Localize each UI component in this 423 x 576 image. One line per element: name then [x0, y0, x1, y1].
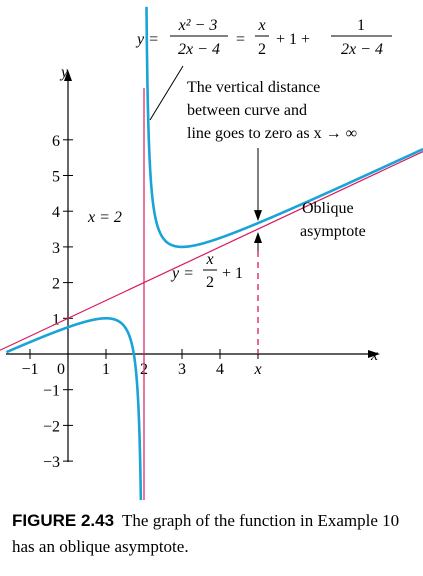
oblique-label-line-1: Oblique	[302, 200, 354, 217]
curve-left-branch	[5, 317, 143, 500]
curve-right-branch	[145, 6, 423, 249]
eq-numerator: x² − 3	[178, 17, 218, 34]
note-arrow-head	[254, 210, 262, 222]
note-line-2: between curve and	[187, 102, 307, 119]
y-tick-label: −3	[43, 454, 60, 471]
tick-marks: −1 0 1 2 3 4 x −3 −2 −1 1 2 3 4 5 6	[21, 133, 261, 471]
x-tick-label: 1	[102, 361, 110, 378]
distance-note: The vertical distance between curve and …	[187, 79, 357, 142]
y-axis-arrow	[64, 70, 72, 81]
oblique-asymptote-line	[0, 151, 423, 351]
y-tick-label: 6	[52, 133, 60, 150]
y-axis-label: y	[59, 64, 69, 81]
x-tick-label: 4	[216, 361, 224, 378]
vertical-asymptote-label: x = 2	[87, 209, 122, 226]
y-tick-label: 3	[52, 240, 60, 257]
y-tick-label: −2	[43, 418, 60, 435]
x-tick-label: 3	[178, 361, 186, 378]
oblique-asymptote-label: Oblique asymptote	[300, 200, 366, 240]
eq-1: 1	[357, 17, 365, 34]
y-tick-label: 1	[52, 311, 60, 328]
eq-plus1: + 1 +	[276, 31, 310, 48]
line-eq-x: x	[205, 251, 213, 268]
y-tick-label: 4	[52, 204, 60, 221]
x-tick-label: 0	[57, 361, 65, 378]
axes: x y	[6, 64, 380, 462]
line-eq-2: 2	[206, 274, 214, 291]
note-line-1: The vertical distance	[187, 79, 320, 96]
note-line-3: line goes to zero as x → ∞	[187, 125, 357, 142]
line-eq-lhs: y =	[170, 265, 194, 282]
line-eq-rest: + 1	[222, 265, 243, 282]
eq-2: 2	[258, 41, 266, 58]
oblique-line-label: y = x 2 + 1	[170, 251, 243, 291]
plot-area	[0, 6, 423, 500]
oblique-arrow-head	[254, 232, 262, 244]
oblique-label-line-2: asymptote	[300, 223, 366, 240]
x-axis-arrow	[368, 350, 380, 358]
figure-label: FIGURE 2.43	[12, 511, 115, 530]
figure-caption-text: The graph of the function in Example 10 …	[12, 511, 400, 556]
oblique-asymptote-chart: y = x² − 3 2x − 4 = x 2 + 1 + 1 2x − 4 x…	[0, 6, 423, 500]
eq-denominator: 2x − 4	[178, 41, 220, 58]
x-tick-label: x	[253, 361, 261, 378]
x-axis-label: x	[370, 347, 378, 364]
y-tick-label: 5	[52, 169, 60, 186]
x-tick-label: −1	[21, 361, 38, 378]
y-tick-label: −1	[43, 383, 60, 400]
function-equation: y = x² − 3 2x − 4 = x 2 + 1 + 1 2x − 4	[135, 17, 392, 58]
eq-x: x	[257, 17, 265, 34]
y-tick-label: 2	[52, 276, 60, 293]
eq-denominator-2: 2x − 4	[341, 41, 383, 58]
note-leader-line	[149, 65, 184, 121]
eq-equals: =	[236, 31, 245, 48]
